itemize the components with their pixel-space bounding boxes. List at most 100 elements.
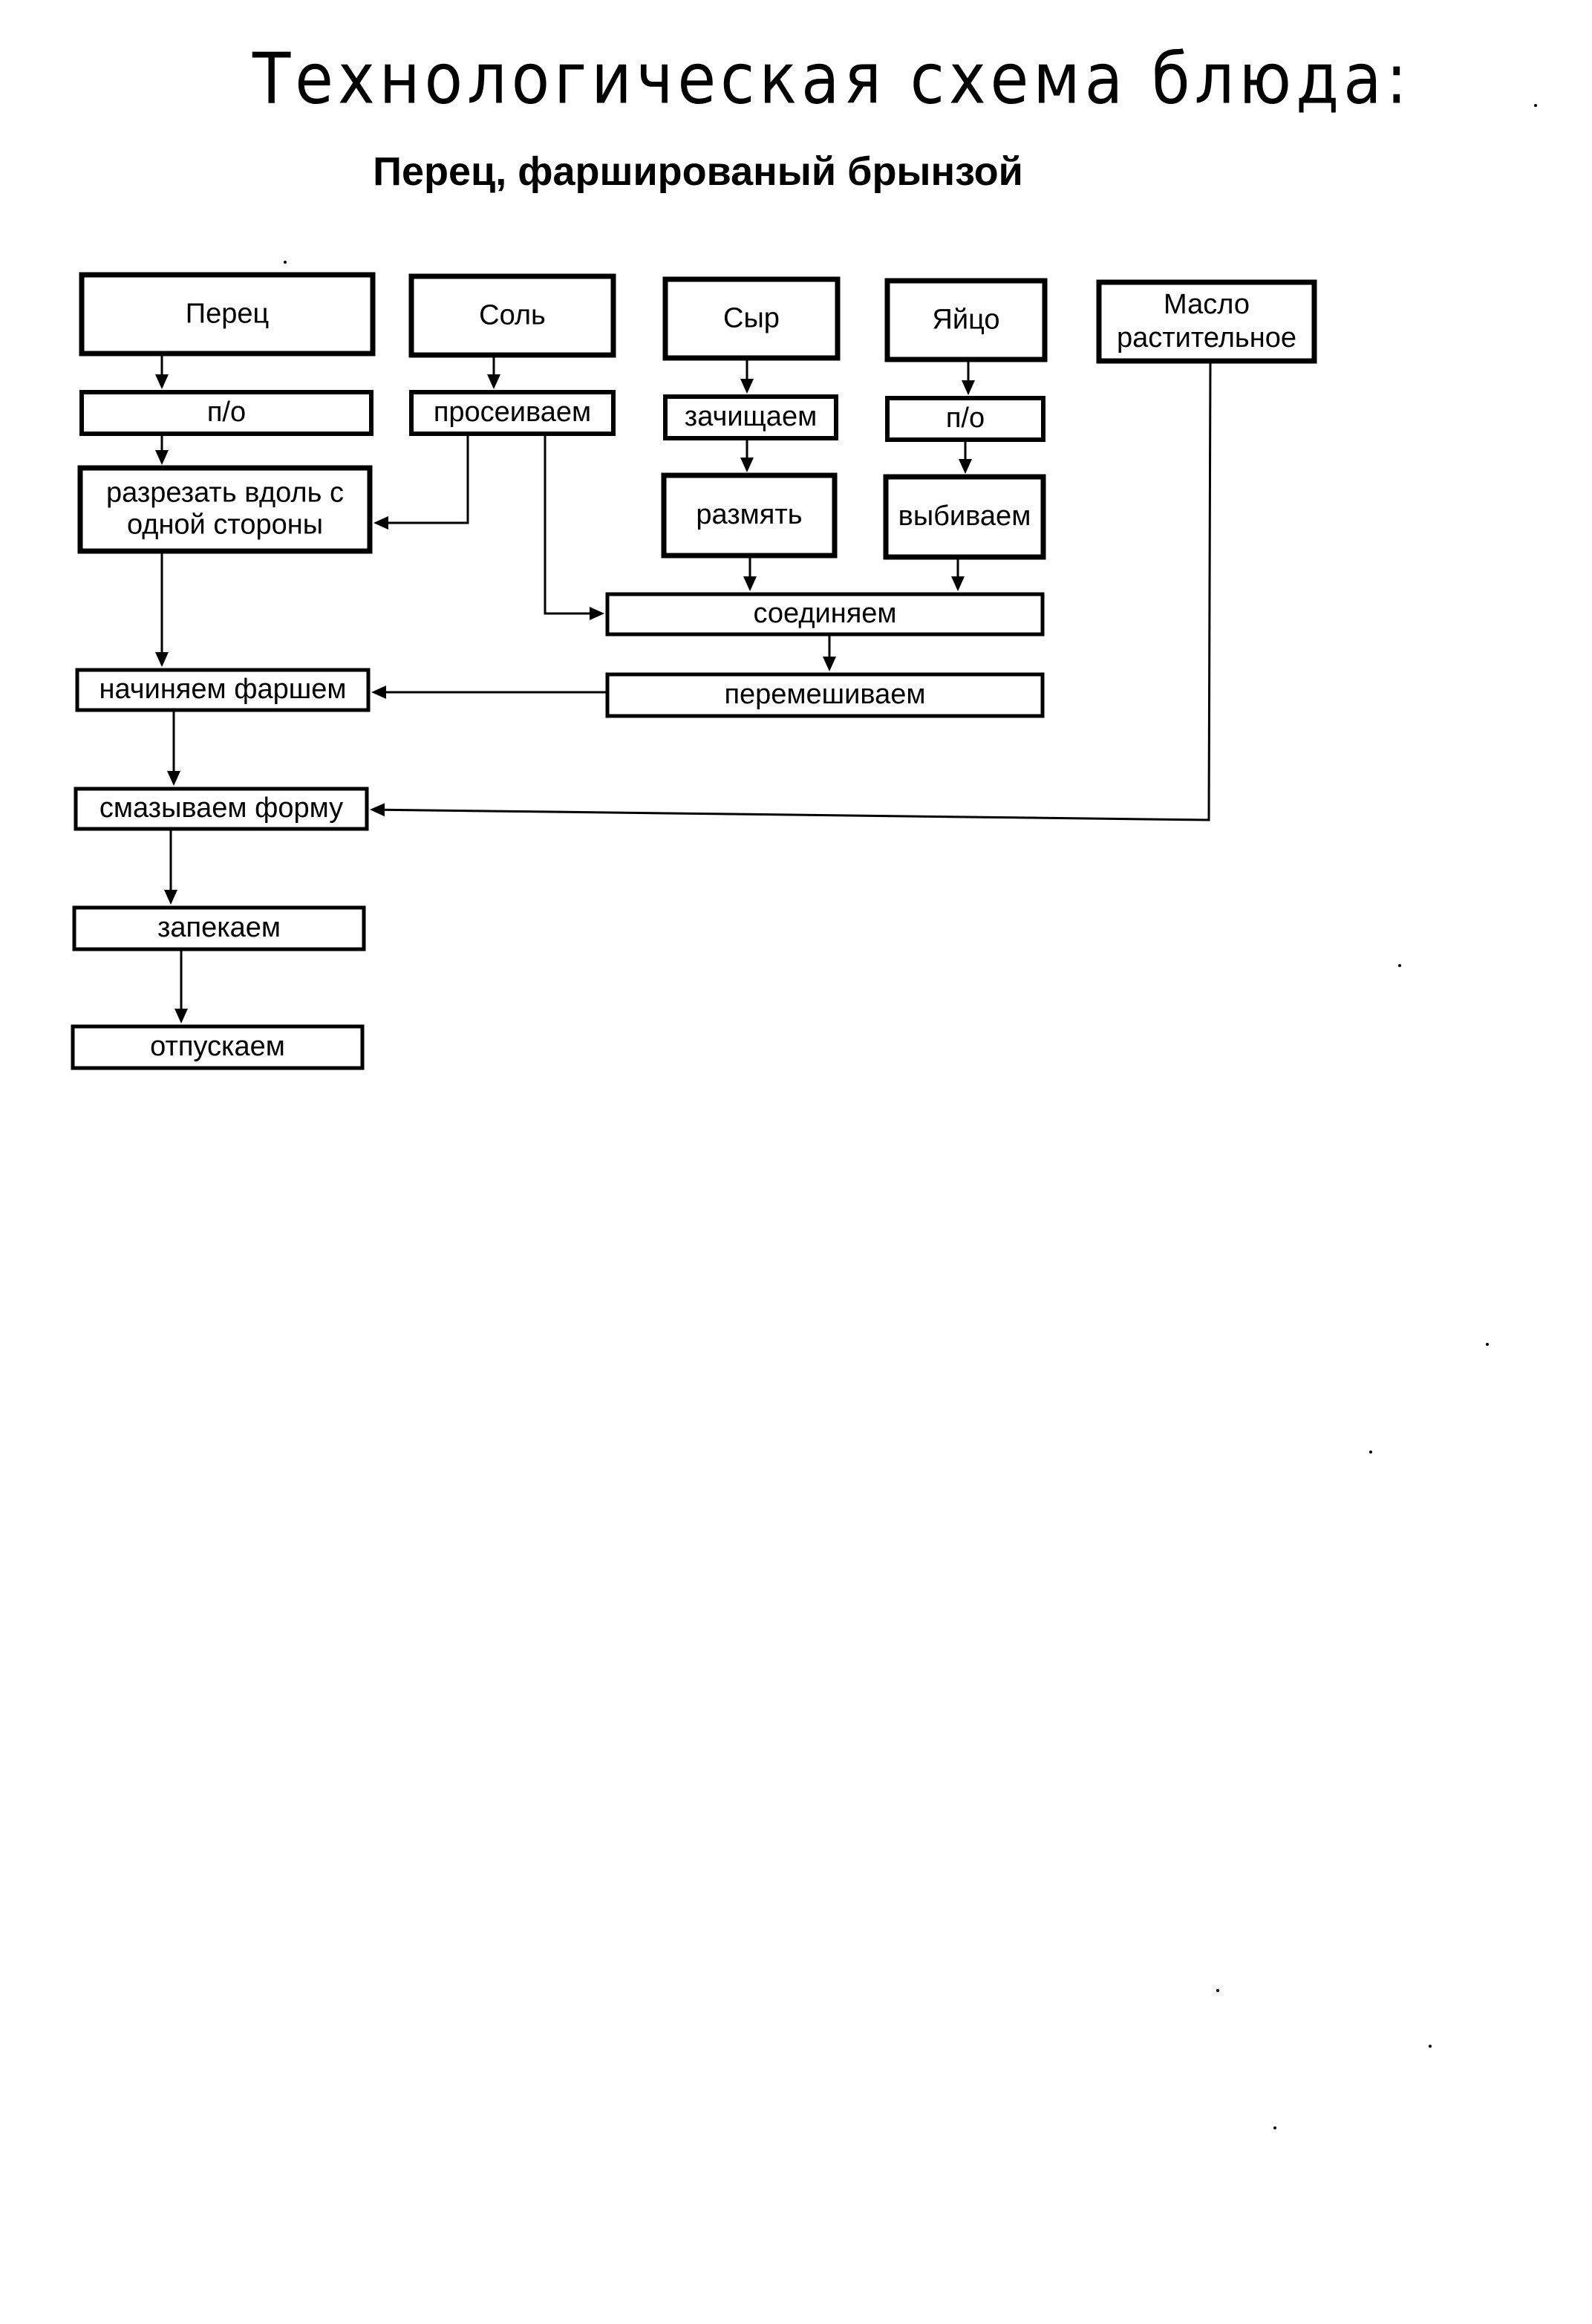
box-label: просеиваем xyxy=(434,397,591,428)
box-frame xyxy=(74,787,369,831)
box-label: Масло xyxy=(1164,289,1250,320)
edge-line xyxy=(544,434,593,615)
scan-speck xyxy=(1429,2045,1432,2048)
box-frame xyxy=(661,472,838,559)
box-frame xyxy=(409,390,616,436)
step-stuff-pepper: начиняем фаршем xyxy=(75,668,371,712)
box-label: растительное xyxy=(1117,322,1296,354)
box-label: п/о xyxy=(946,403,985,434)
arrow-head xyxy=(823,657,836,671)
arrow-head xyxy=(164,890,177,905)
scan-speck xyxy=(1216,1989,1219,1992)
arrow-head xyxy=(951,576,965,591)
box-label: п/о xyxy=(207,397,246,428)
edge-zachishaem-to-razmyat xyxy=(740,438,754,472)
edge-po2-to-vybivaem xyxy=(959,440,972,474)
scan-speck xyxy=(1534,104,1537,107)
box-frame xyxy=(605,592,1045,637)
box-frame xyxy=(72,905,366,951)
box-label: разрезать вдоль с xyxy=(106,478,344,509)
scan-specks xyxy=(284,104,1537,2129)
arrow-head xyxy=(371,686,386,699)
arrow-head xyxy=(174,1009,188,1023)
scan-speck xyxy=(1369,1451,1372,1454)
box-label: перемешиваем xyxy=(724,679,925,710)
scan-speck xyxy=(1398,964,1401,967)
dish-subtitle: Перец, фаршированый брынзой xyxy=(373,149,1023,194)
box-frame xyxy=(884,278,1048,362)
edge-vybivaem-to-soedinyaem xyxy=(951,557,965,591)
step-combine: соединяем xyxy=(605,592,1045,637)
arrow-head xyxy=(487,374,500,389)
box-frame xyxy=(885,396,1045,442)
step-clean-cheese: зачищаем xyxy=(663,394,838,440)
scan-speck xyxy=(1486,1343,1489,1346)
step-egg-primary-processing: п/о xyxy=(885,396,1045,442)
box-label: запекаем xyxy=(157,912,281,943)
box-frame xyxy=(71,1024,365,1070)
box-label: Сыр xyxy=(723,303,780,334)
edge-razrezat-to-nachinyaem xyxy=(155,551,169,667)
box-label: выбиваем xyxy=(898,501,1031,532)
step-mix: перемешиваем xyxy=(605,672,1045,718)
edge-proseivaem-to-razrezat xyxy=(373,434,469,530)
edge-line xyxy=(381,360,1212,821)
edges-layer xyxy=(155,354,1212,1023)
box-label: Соль xyxy=(479,300,546,331)
edge-yajco-to-po2 xyxy=(962,359,975,395)
edge-nachinyaem-to-smazyvaem xyxy=(167,710,180,786)
ingredient-egg: Яйцо xyxy=(884,278,1048,362)
box-label: отпускаем xyxy=(150,1031,285,1062)
edge-zapekaem-to-otpuskaem xyxy=(174,949,188,1023)
edge-po1-to-razrezat xyxy=(155,434,169,465)
arrow-head xyxy=(155,652,169,667)
box-label: начиняем фаршем xyxy=(100,674,347,705)
arrow-head xyxy=(590,607,604,620)
arrow-head xyxy=(373,516,388,530)
edge-soedinyaem-to-peremeshivaem xyxy=(823,634,836,671)
box-label: Яйцо xyxy=(932,305,999,336)
step-bake: запекаем xyxy=(72,905,366,951)
edge-perec-to-po1 xyxy=(155,354,169,389)
arrow-head xyxy=(155,374,169,389)
box-frame xyxy=(883,474,1046,560)
step-mash-cheese: размять xyxy=(661,472,838,559)
edge-peremeshivaem-to-nachinyaem xyxy=(371,686,607,699)
step-serve: отпускаем xyxy=(71,1024,365,1070)
edge-line xyxy=(385,434,469,524)
box-label: соединяем xyxy=(753,598,896,629)
arrow-head xyxy=(743,576,757,591)
edge-proseivaem-to-soedinyaem xyxy=(544,434,604,620)
ingredient-cheese: Сыр xyxy=(662,276,841,361)
box-frame xyxy=(75,668,371,712)
edge-razmyat-to-soedinyaem xyxy=(743,556,757,591)
arrow-head xyxy=(740,458,754,472)
ingredient-pepper: Перец xyxy=(79,272,376,357)
arrow-head xyxy=(370,803,385,817)
arrow-head xyxy=(167,771,180,786)
scan-speck xyxy=(284,261,287,264)
arrow-head xyxy=(155,450,169,465)
box-frame xyxy=(79,272,376,357)
box-frame xyxy=(1096,279,1317,364)
arrow-head xyxy=(962,380,975,395)
step-beat-egg: выбиваем xyxy=(883,474,1046,560)
box-frame xyxy=(605,672,1045,718)
box-label: зачищаем xyxy=(685,401,817,432)
scan-speck xyxy=(1273,2126,1276,2129)
step-pepper-primary-processing: п/о xyxy=(79,390,373,436)
edge-syr-to-zachishaem xyxy=(740,358,754,394)
box-label: Перец xyxy=(186,299,269,330)
box-label: одной стороны xyxy=(127,509,323,540)
edge-smazyvaem-to-zapekaem xyxy=(164,829,177,905)
arrow-head xyxy=(740,379,754,394)
box-frame xyxy=(79,390,373,436)
arrow-head xyxy=(959,459,972,474)
box-frame xyxy=(408,273,616,358)
box-label: смазываем форму xyxy=(100,792,343,824)
box-frame xyxy=(663,394,838,440)
